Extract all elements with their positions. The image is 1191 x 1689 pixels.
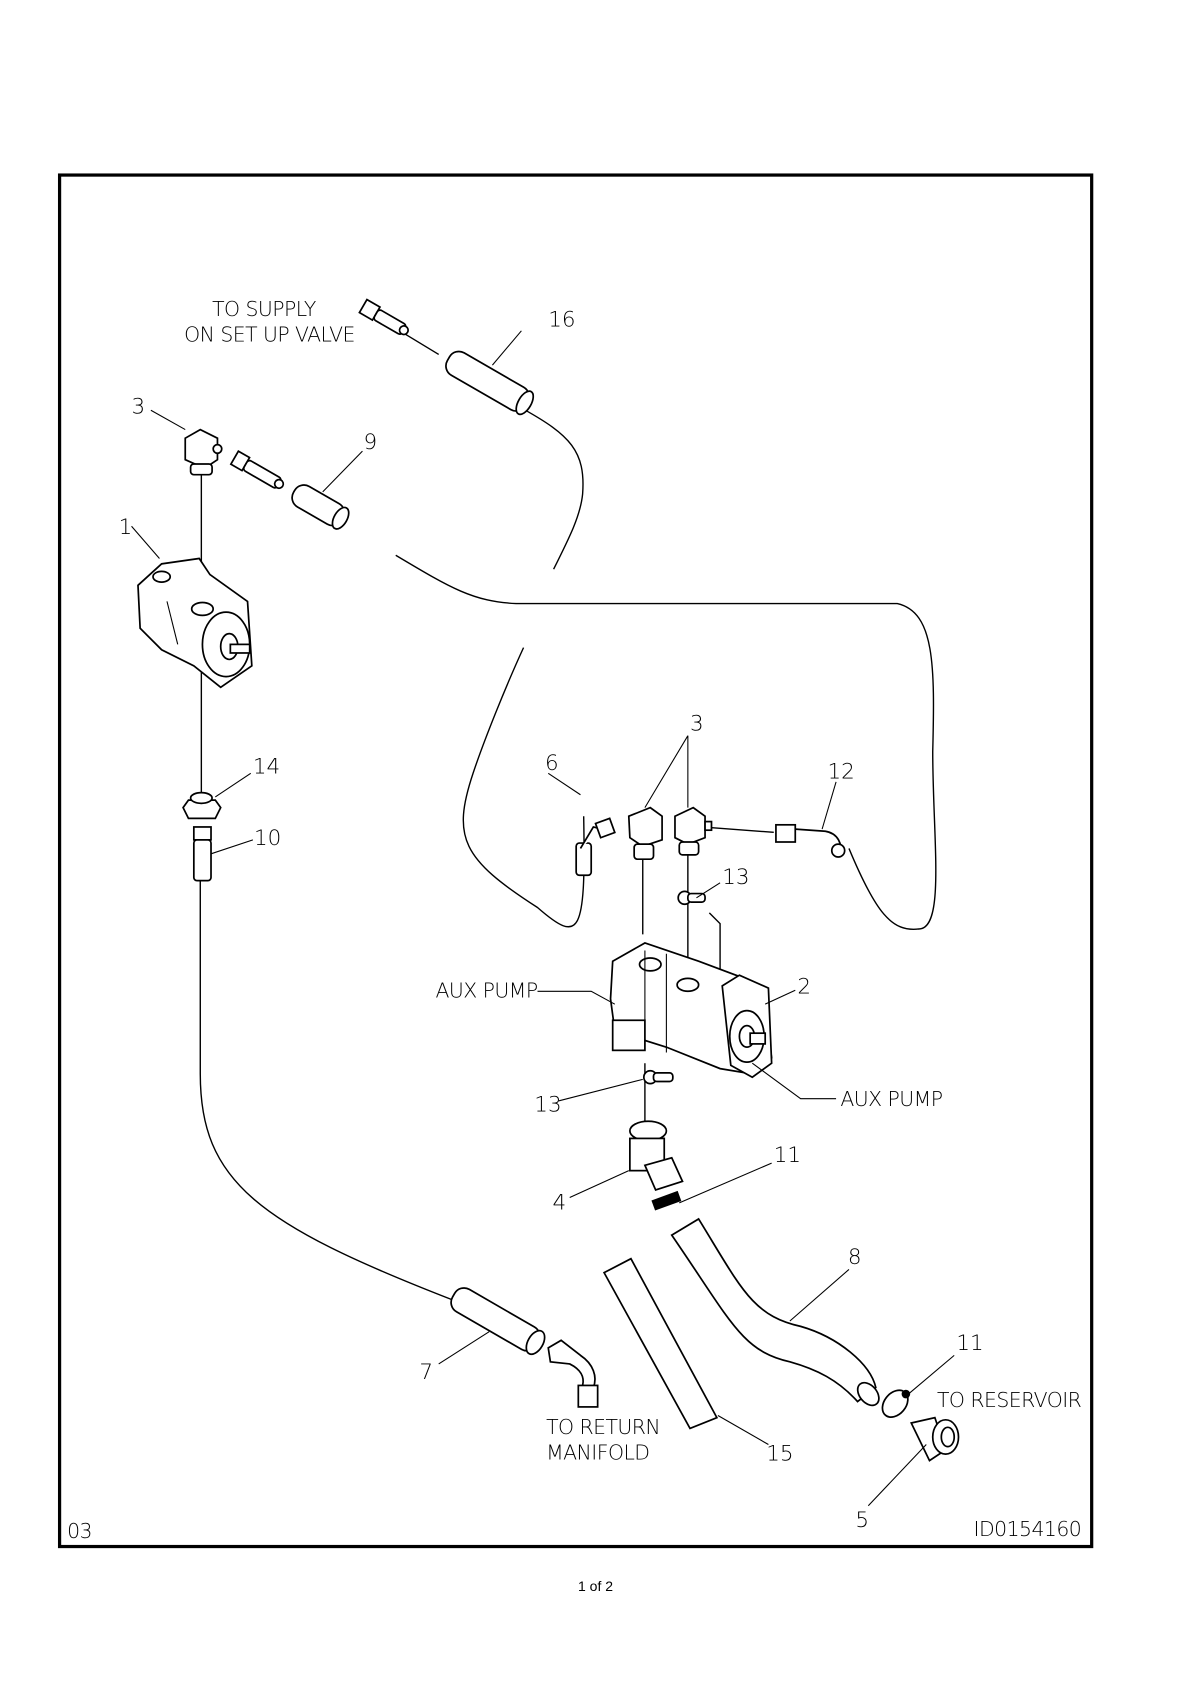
item-number-9: 9 — [364, 430, 378, 455]
label-to-supply-line1: TO SUPPLY — [212, 297, 316, 321]
hose-routes — [200, 330, 936, 1300]
item-number-12: 12 — [827, 760, 854, 785]
label-to-supply-line2: ON SET UP VALVE — [184, 323, 355, 347]
elbow-fitting-3-a — [629, 808, 662, 860]
drawing-id: ID0154160 — [974, 1517, 1082, 1541]
label-to-reservoir: TO RESERVOIR — [937, 1388, 1082, 1412]
sleeve-16 — [442, 348, 537, 418]
item-number-7: 7 — [419, 1360, 433, 1385]
item-number-11: 11 — [774, 1143, 801, 1168]
clamp-11-lower — [877, 1385, 913, 1422]
clamp-11-upper — [651, 1191, 681, 1211]
bolt-13-lower — [644, 1071, 673, 1084]
item-number-11: 11 — [956, 1331, 983, 1356]
page-indicator: 1 of 2 — [0, 1578, 1191, 1594]
item-number-10: 10 — [254, 826, 281, 851]
sleeve-9 — [288, 481, 352, 532]
leader-lines — [132, 331, 955, 1506]
item-number-16: 16 — [548, 307, 575, 332]
elbow-fitting-3-b — [675, 808, 712, 855]
fitting-10 — [194, 827, 211, 881]
item-number-1: 1 — [119, 515, 133, 540]
label-to-return-line2: MANIFOLD — [546, 1441, 649, 1465]
pump-2 — [611, 943, 772, 1077]
item-number-2: 2 — [797, 974, 811, 999]
item-number-13: 13 — [534, 1093, 561, 1118]
item-number-13: 13 — [722, 865, 749, 890]
label-aux-pump-left: AUX PUMP — [435, 979, 537, 1003]
sheet-code: 03 — [67, 1519, 92, 1543]
elbow-fitting-5 — [911, 1418, 958, 1461]
sleeve-7 — [447, 1284, 548, 1357]
elbow-fitting-4 — [630, 1121, 683, 1190]
item-number-5: 5 — [855, 1508, 869, 1533]
label-to-return-line1: TO RETURN — [546, 1415, 660, 1439]
item-number-4: 4 — [553, 1190, 567, 1215]
label-aux-pump-right: AUX PUMP — [840, 1087, 942, 1111]
elbow-fitting-3-left — [185, 430, 222, 475]
fitting-supply — [359, 300, 411, 339]
pump-1 — [138, 558, 252, 687]
sleeve-15 — [604, 1259, 717, 1429]
item-number-3: 3 — [690, 711, 704, 736]
return-fitting — [548, 1340, 597, 1407]
elbow-fitting-6 — [576, 818, 615, 875]
elbow-fitting-12 — [776, 825, 845, 857]
item-number-3: 3 — [132, 394, 146, 419]
item-number-14: 14 — [253, 754, 280, 779]
fitting-9 — [231, 451, 287, 492]
item-number-15: 15 — [766, 1442, 793, 1467]
item-number-8: 8 — [848, 1245, 862, 1270]
item-number-6: 6 — [545, 751, 559, 776]
bolt-13-upper — [678, 891, 705, 904]
